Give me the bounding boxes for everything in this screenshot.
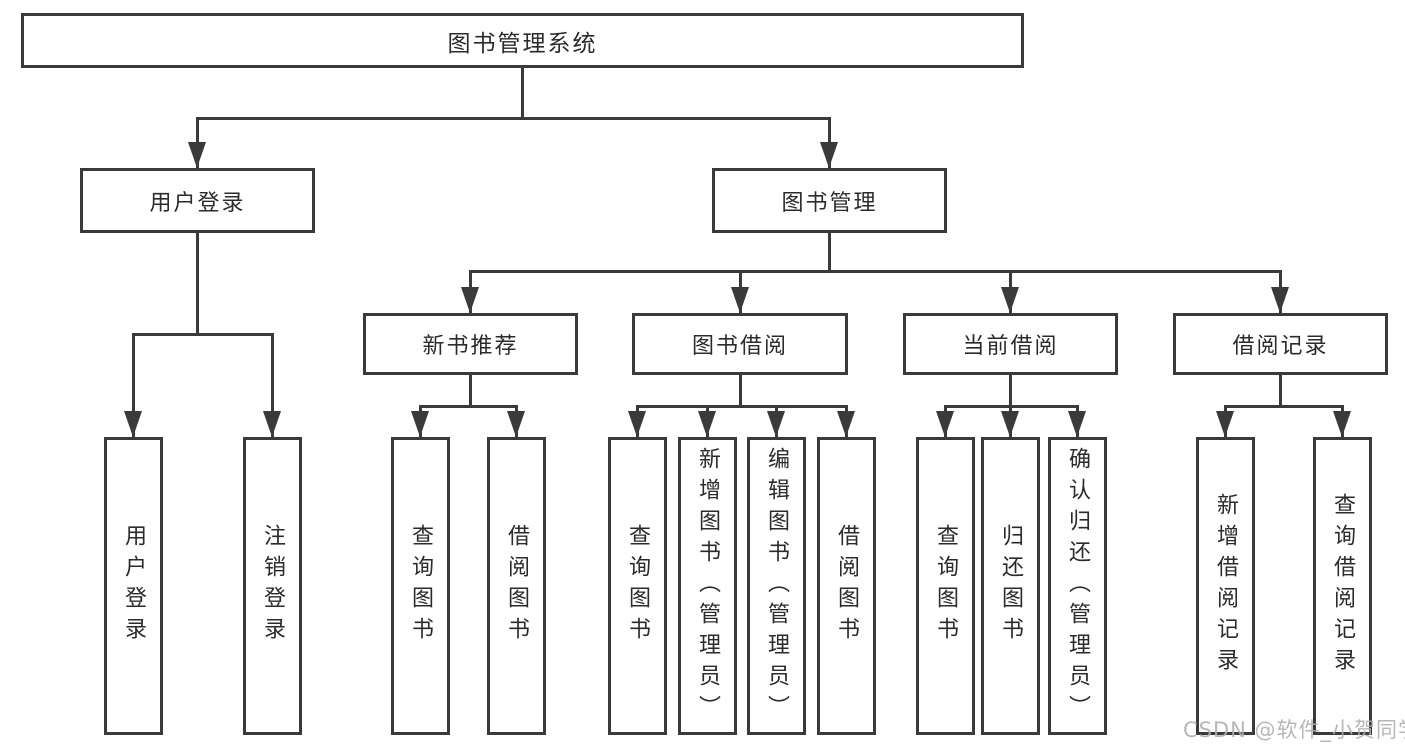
arrow-down-icon [1001,287,1019,313]
node-current-borrow-label: 当前借阅 [962,334,1059,359]
connector-borrow-record-rail [1224,405,1344,408]
leaf-label: 确认归还（管理员） [1065,446,1091,726]
leaf-return-books: 归还图书 [981,437,1040,735]
leaf-label: 借阅图书 [834,524,860,648]
connector-drop-login-leaf [132,333,135,437]
arrow-down-icon [767,411,785,437]
leaf-label: 查询图书 [625,524,651,648]
leaf-borrow-books: 借阅图书 [817,437,876,735]
leaf-label: 编辑图书（管理员） [764,446,790,726]
connector-borrow-record-stem [1279,375,1282,408]
leaf-logout: 注销登录 [243,437,302,735]
leaf-label: 查询借阅记录 [1330,493,1356,679]
arrow-down-icon [628,411,646,437]
arrow-down-icon [1001,411,1019,437]
arrow-down-icon [188,142,206,168]
node-user-login: 用户登录 [80,168,315,233]
connector-drop-logout-leaf [271,333,274,437]
connector-book-mgmt-stem [828,233,831,273]
node-borrow-record-label: 借阅记录 [1232,334,1329,359]
node-new-book-recommend-label: 新书推荐 [422,334,519,359]
node-book-management-label: 图书管理 [781,190,878,216]
node-root-label: 图书管理系统 [447,30,598,57]
arrow-down-icon [507,411,525,437]
leaf-query-books-current: 查询图书 [916,437,975,735]
leaf-edit-books-admin: 编辑图书（管理员） [747,437,806,735]
arrow-down-icon [698,411,716,437]
leaf-query-books-recommend: 查询图书 [391,437,450,735]
leaf-query-books-borrow: 查询图书 [608,437,667,735]
leaf-label: 新增图书（管理员） [695,446,721,726]
leaf-label: 查询图书 [408,524,434,648]
connector-new-book-rail [419,405,518,408]
node-new-book-recommend: 新书推荐 [363,313,578,375]
arrow-down-icon [731,287,749,313]
arrow-down-icon [411,411,429,437]
connector-level1-rail [196,117,831,120]
node-borrow-record: 借阅记录 [1173,313,1388,375]
arrow-down-icon [1216,411,1234,437]
arrow-down-icon [124,411,142,437]
leaf-add-books-admin: 新增图书（管理员） [678,437,737,735]
leaf-add-borrow-record: 新增借阅记录 [1196,437,1255,735]
connector-book-borrow-rail [636,405,848,408]
leaf-user-login: 用户登录 [104,437,163,735]
leaf-label: 用户登录 [121,524,147,648]
connector-user-login-rail [132,333,274,336]
arrow-down-icon [936,411,954,437]
node-user-login-label: 用户登录 [149,190,246,216]
connector-current-borrow-stem [1009,375,1012,408]
arrow-down-icon [1068,411,1086,437]
arrow-down-icon [837,411,855,437]
arrow-down-icon [820,142,838,168]
arrow-down-icon [461,287,479,313]
csdn-watermark: CSDN @软件_小贺同学 [1183,718,1405,742]
arrow-down-icon [1333,411,1351,437]
connector-root-stem [521,68,524,119]
arrow-down-icon [1271,287,1289,313]
connector-book-borrow-stem [739,375,742,408]
node-book-borrow-label: 图书借阅 [691,334,788,359]
connector-new-book-stem [469,375,472,408]
leaf-label: 注销登录 [260,524,286,648]
leaf-borrow-books-recommend: 借阅图书 [487,437,546,735]
leaf-label: 归还图书 [998,524,1024,648]
node-current-borrow: 当前借阅 [903,313,1118,375]
arrow-down-icon [263,411,281,437]
connector-level3-rail [469,270,1282,273]
leaf-label: 新增借阅记录 [1213,493,1239,679]
leaf-confirm-return-admin: 确认归还（管理员） [1048,437,1107,735]
connector-user-login-stem [196,233,199,336]
node-book-management: 图书管理 [712,168,947,233]
leaf-query-borrow-record: 查询借阅记录 [1313,437,1372,735]
leaf-label: 借阅图书 [504,524,530,648]
node-root-system: 图书管理系统 [21,13,1024,68]
node-book-borrow: 图书借阅 [632,313,848,375]
leaf-label: 查询图书 [933,524,959,648]
